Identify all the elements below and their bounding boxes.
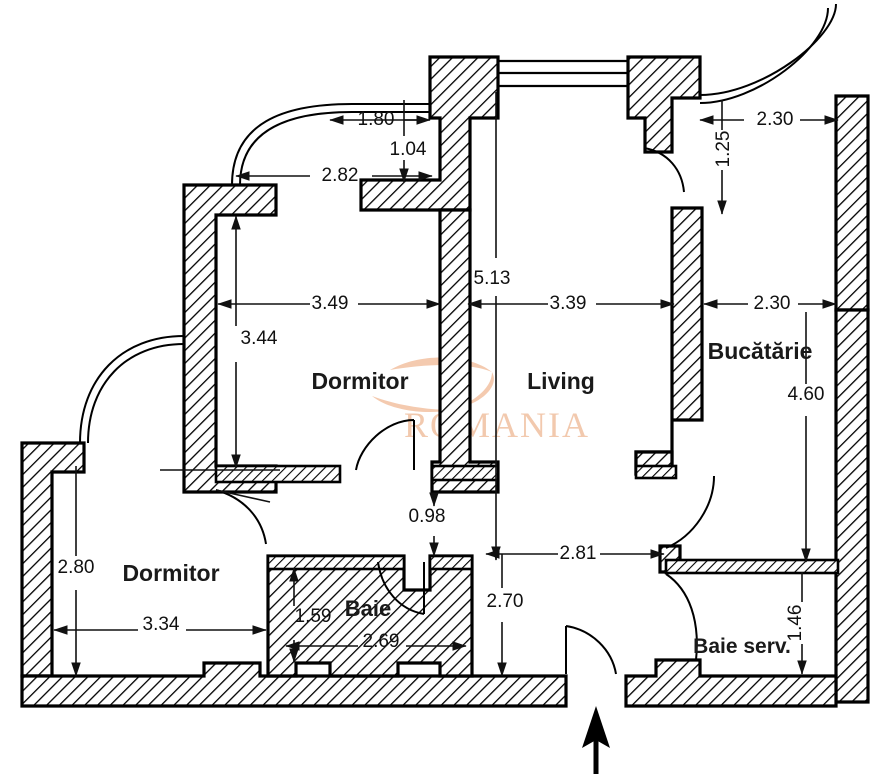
dimension-label: 2.70 bbox=[487, 591, 524, 612]
dimension-label: 2.30 bbox=[757, 109, 794, 130]
dimension-label: 1.25 bbox=[713, 131, 734, 168]
dimension-label: 2.30 bbox=[754, 293, 791, 314]
partition-living-left-sill bbox=[430, 464, 500, 482]
dimension-label: 2.69 bbox=[363, 631, 400, 652]
door-swing-dormitor-top bbox=[355, 419, 415, 471]
dimension-label: 3.44 bbox=[241, 328, 278, 349]
dimension-label: 1.04 bbox=[390, 139, 427, 160]
balcony-rail-top-left-inner bbox=[239, 111, 430, 186]
door-swing-bathroom bbox=[377, 561, 425, 615]
wall-bottom-outer bbox=[20, 661, 568, 708]
partition-kitchen-sill bbox=[634, 464, 678, 480]
dimension-label: 3.34 bbox=[143, 614, 180, 635]
door-swing-living-entry bbox=[565, 625, 617, 675]
wall-top-center-right bbox=[626, 55, 702, 154]
wall-top-center-left bbox=[359, 55, 500, 212]
dimension-label: 1.59 bbox=[295, 606, 332, 627]
dimension-label: 2.81 bbox=[560, 543, 597, 564]
balcony-rail-left-outer bbox=[79, 335, 185, 444]
entrance-arrow bbox=[582, 706, 610, 774]
wall-bedroom-living-divider bbox=[430, 208, 500, 494]
door-swing-dormitor-left bbox=[215, 489, 267, 545]
dimension-label: 4.60 bbox=[788, 384, 825, 405]
balcony-rail-top-right-inner bbox=[699, 7, 829, 104]
dimension-label: 3.49 bbox=[312, 293, 349, 314]
dimension-labels: 1.80 2.30 1.04 1.25 2.82 5.13 3.49 3.39 … bbox=[58, 109, 825, 652]
wall-kitchen-left bbox=[634, 206, 704, 476]
balcony-rail-top-left-outer bbox=[231, 103, 430, 186]
door-swings bbox=[215, 147, 715, 675]
balcony-rails bbox=[79, 3, 837, 444]
room-label-dormitor-left: Dormitor bbox=[122, 560, 219, 586]
dimension-lines bbox=[53, 92, 839, 677]
dimension-label: 2.80 bbox=[58, 557, 95, 578]
room-label-dormitor-top: Dormitor bbox=[311, 368, 408, 394]
dimension-label: 5.13 bbox=[474, 268, 511, 289]
door-swing-baie-serv-top bbox=[665, 475, 715, 549]
wall-right-outer bbox=[834, 308, 870, 704]
door-swing-kitchen bbox=[643, 147, 685, 193]
partition-bathroom-top bbox=[266, 554, 406, 571]
partition-baieserv-top bbox=[664, 558, 840, 575]
dimension-label: 0.98 bbox=[409, 506, 446, 527]
room-label-baie: Baie bbox=[345, 596, 391, 621]
window-top-center bbox=[498, 59, 628, 88]
wall-baie-serv-bottom bbox=[624, 658, 838, 708]
partition-walls bbox=[214, 464, 840, 575]
balcony-rail-top-right-outer bbox=[699, 3, 837, 96]
door-swing-baie-serv-bottom bbox=[665, 573, 698, 661]
room-label-living: Living bbox=[527, 368, 595, 394]
wall-top-right-vertical bbox=[834, 94, 870, 312]
dimension-label: 3.39 bbox=[550, 293, 587, 314]
balcony-rail-left-inner bbox=[87, 343, 185, 444]
room-label-baie-serv: Baie serv. bbox=[693, 635, 791, 658]
room-labels: Dormitor Living Bucătărie Dormitor Baie … bbox=[122, 338, 812, 658]
partition-bathroom-top-right bbox=[428, 554, 474, 571]
room-label-bucatarie: Bucătărie bbox=[708, 338, 813, 364]
dimension-label: 1.80 bbox=[358, 109, 395, 130]
dimension-label: 1.46 bbox=[785, 605, 806, 642]
watermark-text: ROMANIA bbox=[404, 405, 590, 445]
dimension-label: 2.82 bbox=[322, 165, 359, 186]
walls bbox=[20, 55, 870, 708]
partition-bedroom-bottom bbox=[214, 464, 342, 484]
